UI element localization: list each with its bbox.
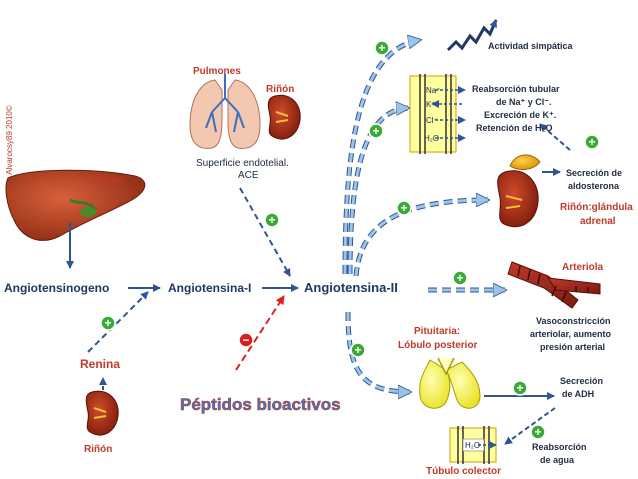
water-line2: de agua bbox=[540, 455, 575, 465]
svg-text:+: + bbox=[268, 213, 275, 227]
lungs-illustration bbox=[189, 74, 261, 149]
pituitary-label-line2: Lóbulo posterior bbox=[398, 340, 478, 351]
ion-cl: Cl⁻ bbox=[426, 116, 438, 125]
plus-badge-arteriole: + bbox=[452, 270, 468, 286]
angiotensin-2-label: Angiotensina-II bbox=[304, 280, 398, 295]
plus-badge-water: + bbox=[530, 424, 546, 440]
svg-text:+: + bbox=[104, 316, 111, 330]
svg-text:+: + bbox=[534, 425, 541, 439]
adh-line2: de ADH bbox=[562, 389, 594, 399]
svg-text:−: − bbox=[242, 333, 249, 347]
tubular-ion-panel bbox=[409, 74, 457, 154]
renin-label: Renina bbox=[80, 357, 120, 371]
pituitary-illustration bbox=[419, 357, 481, 409]
aldosterone-line2: aldosterona bbox=[568, 181, 620, 191]
svg-text:+: + bbox=[456, 271, 463, 285]
plus-badge-adrenal: + bbox=[396, 200, 412, 216]
plus-badge-ace: + bbox=[264, 212, 280, 228]
vasoconstriction-line2: arteriolar, aumento bbox=[530, 329, 612, 339]
ion-na: Na⁺ bbox=[426, 86, 440, 95]
arteriole-label: Arteriola bbox=[562, 262, 604, 273]
kidney-bottom-label: Riñón bbox=[84, 444, 112, 455]
lungs-label: Pulmones bbox=[193, 66, 241, 77]
tubule-h2o: H₂O bbox=[465, 441, 480, 450]
arteriole-illustration bbox=[507, 261, 601, 309]
sympathetic-activity-icon bbox=[446, 19, 498, 52]
plus-badge-aldosterone: + bbox=[584, 134, 600, 150]
kidney-top-label: Riñón bbox=[266, 84, 294, 95]
bioactive-peptides-label: Péptidos bioactivos bbox=[180, 395, 341, 414]
endothelial-note-line2: ACE bbox=[238, 170, 259, 181]
angiotensinogen-label: Angiotensinogeno bbox=[4, 281, 109, 295]
svg-text:+: + bbox=[378, 41, 385, 55]
svg-text:+: + bbox=[400, 201, 407, 215]
endothelial-note-line1: Superficie endotelial. bbox=[196, 158, 289, 169]
vasoconstriction-line1: Vasoconstricción bbox=[536, 316, 611, 326]
kidney-bottom-illustration bbox=[85, 390, 119, 436]
plus-badge-renin: + bbox=[100, 315, 116, 331]
angiotensin-1-label: Angiotensina-I bbox=[168, 281, 251, 295]
plus-badge-sympathetic: + bbox=[374, 40, 390, 56]
aldosterone-line1: Secreción de bbox=[566, 168, 622, 178]
adrenal-label-line1: Riñón:glándula bbox=[560, 202, 633, 213]
adrenal-label-line2: adrenal bbox=[580, 216, 616, 227]
vasoconstriction-line3: presión arterial bbox=[540, 342, 605, 352]
plus-badge-tubular: + bbox=[368, 123, 384, 139]
liver-label: Hígado bbox=[90, 175, 124, 186]
ion-k: K⁺ bbox=[426, 100, 436, 109]
svg-text:+: + bbox=[516, 381, 523, 395]
arrows bbox=[66, 40, 571, 449]
tubular-line4: Retención de H₂O bbox=[476, 123, 553, 133]
watermark: Alvarocsy89 2010© bbox=[5, 105, 14, 175]
tubular-line1: Reabsorción tubular bbox=[472, 84, 560, 94]
svg-text:+: + bbox=[372, 124, 379, 138]
water-line1: Reabsorción bbox=[532, 442, 587, 452]
collecting-tubule-label: Túbulo colector bbox=[426, 466, 501, 477]
pituitary-label-line1: Pituitaria: bbox=[414, 326, 460, 337]
tubular-line2: de Na⁺ y Cl⁻. bbox=[496, 97, 552, 107]
kidney-top-illustration bbox=[267, 94, 301, 140]
liver-illustration bbox=[5, 169, 146, 241]
adrenal-kidney-illustration bbox=[497, 154, 541, 228]
tubular-line3: Excreción de K⁺. bbox=[484, 110, 556, 120]
minus-badge-peptides: − bbox=[238, 332, 254, 348]
plus-badge-adh: + bbox=[512, 380, 528, 396]
ion-h2o: H₂O bbox=[424, 134, 439, 143]
svg-text:+: + bbox=[354, 343, 361, 357]
plus-badge-pituitary: + bbox=[350, 342, 366, 358]
svg-text:+: + bbox=[588, 135, 595, 149]
adh-line1: Secreción bbox=[560, 376, 603, 386]
sympathetic-label: Actividad simpática bbox=[488, 41, 574, 51]
